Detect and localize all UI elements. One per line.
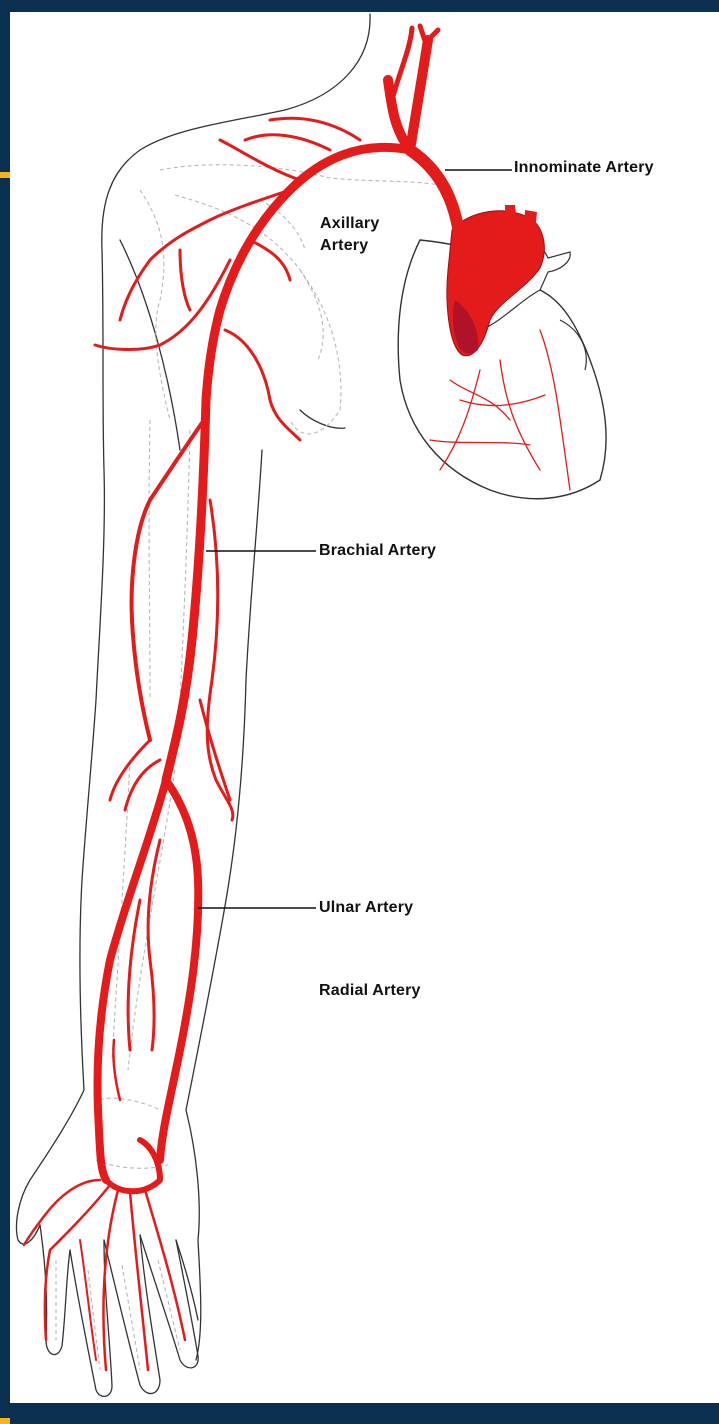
skeleton — [96, 165, 440, 1169]
label-innominate-artery: Innominate Artery — [514, 159, 654, 177]
frame-accent-mark-top — [0, 172, 10, 178]
frame-top-border — [0, 0, 719, 12]
heart — [398, 205, 606, 499]
body-outline — [17, 14, 371, 1360]
hand-fingers — [40, 1225, 198, 1396]
label-brachial-artery: Brachial Artery — [319, 542, 436, 560]
label-ulnar-artery: Ulnar Artery — [319, 899, 413, 917]
artery-network — [24, 26, 460, 1370]
label-axillary-artery-line1: Axillary — [320, 215, 379, 233]
anatomy-panel: Innominate Artery Axillary Artery Brachi… — [10, 12, 719, 1403]
frame-accent-mark-bottom — [0, 1418, 10, 1424]
label-radial-artery: Radial Artery — [319, 982, 421, 1000]
label-axillary-artery-line2: Artery — [320, 237, 368, 255]
